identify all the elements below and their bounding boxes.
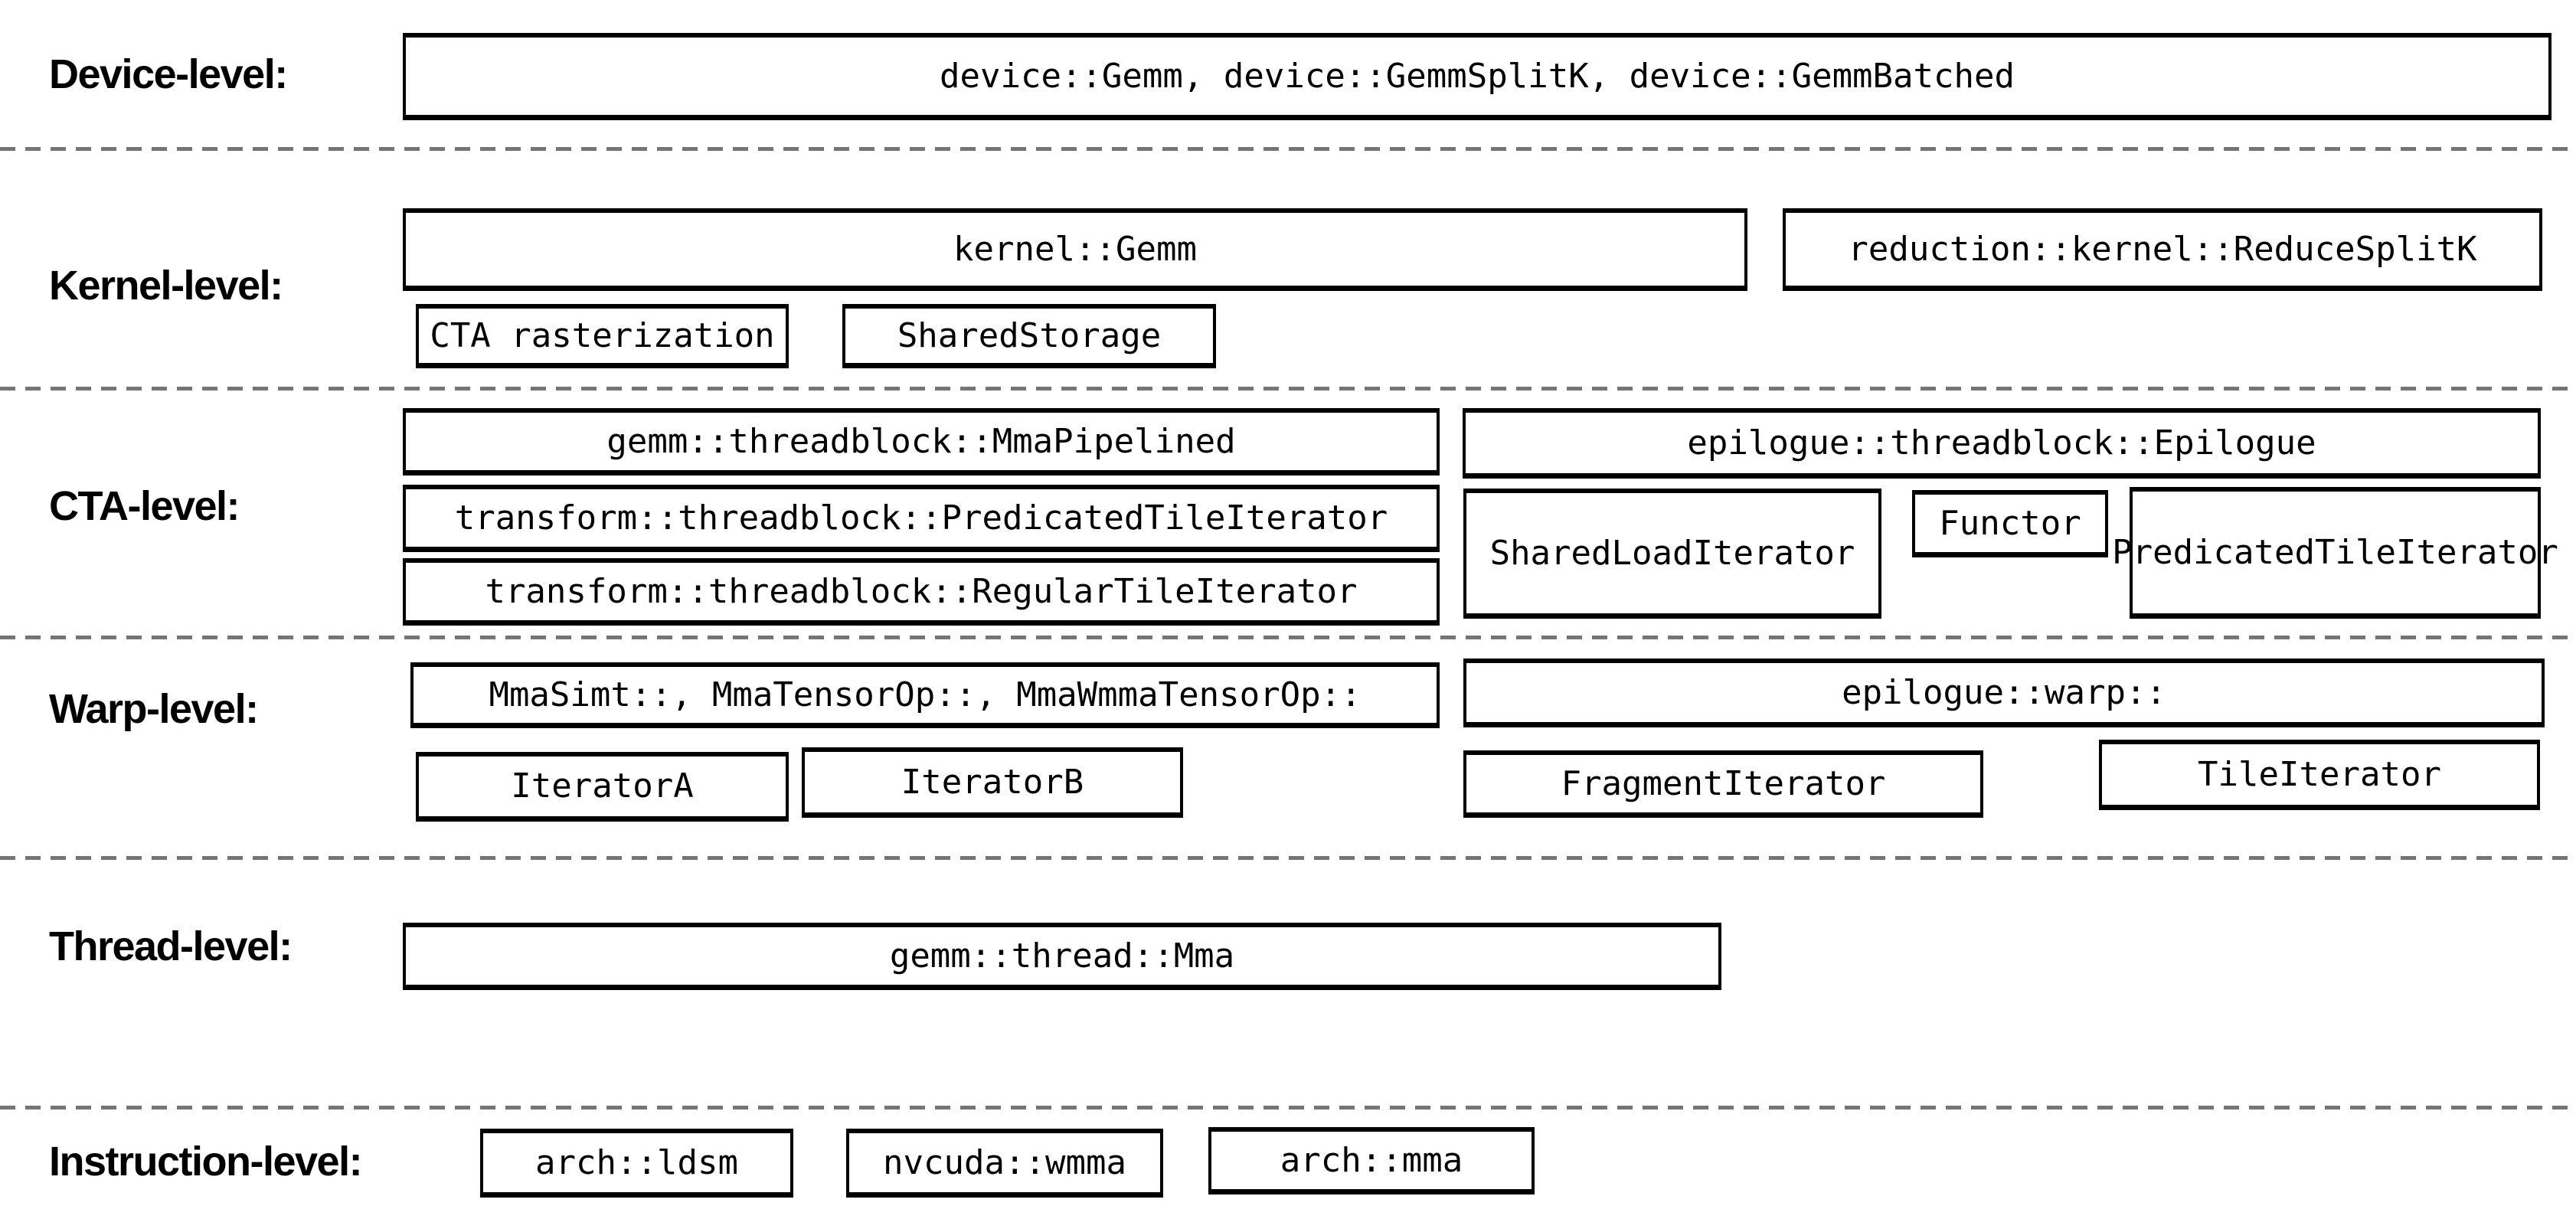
thread-level-label: Thread-level: [49,923,293,969]
shared-storage-box: SharedStorage [842,304,1216,368]
fragment-iterator-box: FragmentIterator [1463,750,1983,818]
thread-mma-box: gemm::thread::Mma [403,923,1721,990]
shared-load-iterator-box: SharedLoadIterator [1463,489,1881,619]
iterator-b-box: IteratorB [802,747,1183,818]
mma-pipelined-box: gemm::threadblock::MmaPipelined [403,408,1440,476]
transform-predicated-tile-iterator-box: transform::threadblock::PredicatedTileIt… [403,485,1440,552]
epilogue-warp-box: epilogue::warp:: [1463,659,2545,727]
warp-mma-box: MmaSimt::, MmaTensorOp::, MmaWmmaTensorO… [410,662,1440,728]
device-level-label: Device-level: [49,51,288,97]
arch-mma-box: arch::mma [1208,1127,1535,1194]
cta-level-label: CTA-level: [49,483,240,529]
transform-regular-tile-iterator-box: transform::threadblock::RegularTileItera… [403,558,1440,626]
device-gemm-box: device::Gemm, device::GemmSplitK, device… [403,33,2551,120]
reduction-kernel-reducesplitk-box: reduction::kernel::ReduceSplitK [1783,208,2542,291]
separator-kernel-cta [0,387,2576,391]
separator-cta-warp [0,636,2576,639]
instruction-level-label: Instruction-level: [49,1139,363,1185]
kernel-level-label: Kernel-level: [49,263,283,309]
kernel-gemm-box: kernel::Gemm [403,208,1747,291]
functor-box: Functor [1912,490,2108,557]
epilogue-predicated-tile-iterator-box: PredicatedTileIterator [2112,487,2558,619]
separator-warp-thread [0,856,2576,860]
cta-rasterization-box: CTA rasterization [416,304,789,368]
tile-iterator-box: TileIterator [2099,740,2540,810]
warp-level-label: Warp-level: [49,686,259,732]
separator-device-kernel [0,147,2576,151]
arch-ldsm-box: arch::ldsm [480,1129,793,1198]
epilogue-threadblock-box: epilogue::threadblock::Epilogue [1463,408,2541,479]
nvcuda-wmma-box: nvcuda::wmma [846,1129,1163,1198]
iterator-a-box: IteratorA [416,752,789,822]
separator-thread-instruction [0,1106,2576,1110]
